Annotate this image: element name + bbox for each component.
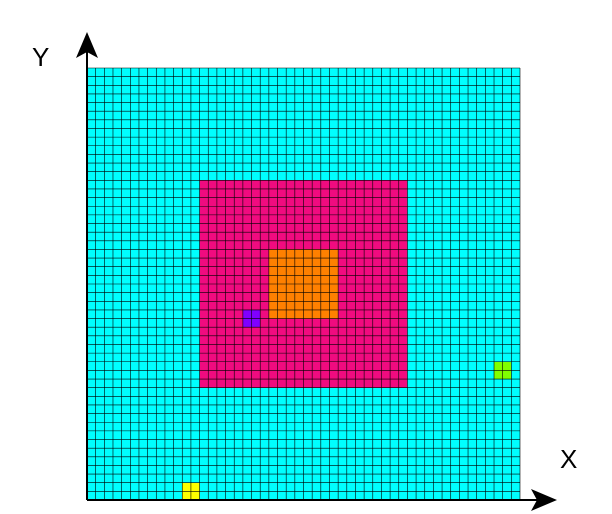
y-axis-label: Y <box>32 42 49 72</box>
y-axis-arrow <box>76 32 98 58</box>
x-axis-label: X <box>560 444 577 474</box>
grid-lines <box>86 67 521 501</box>
x-axis-arrow <box>531 489 557 511</box>
axes <box>76 32 557 511</box>
